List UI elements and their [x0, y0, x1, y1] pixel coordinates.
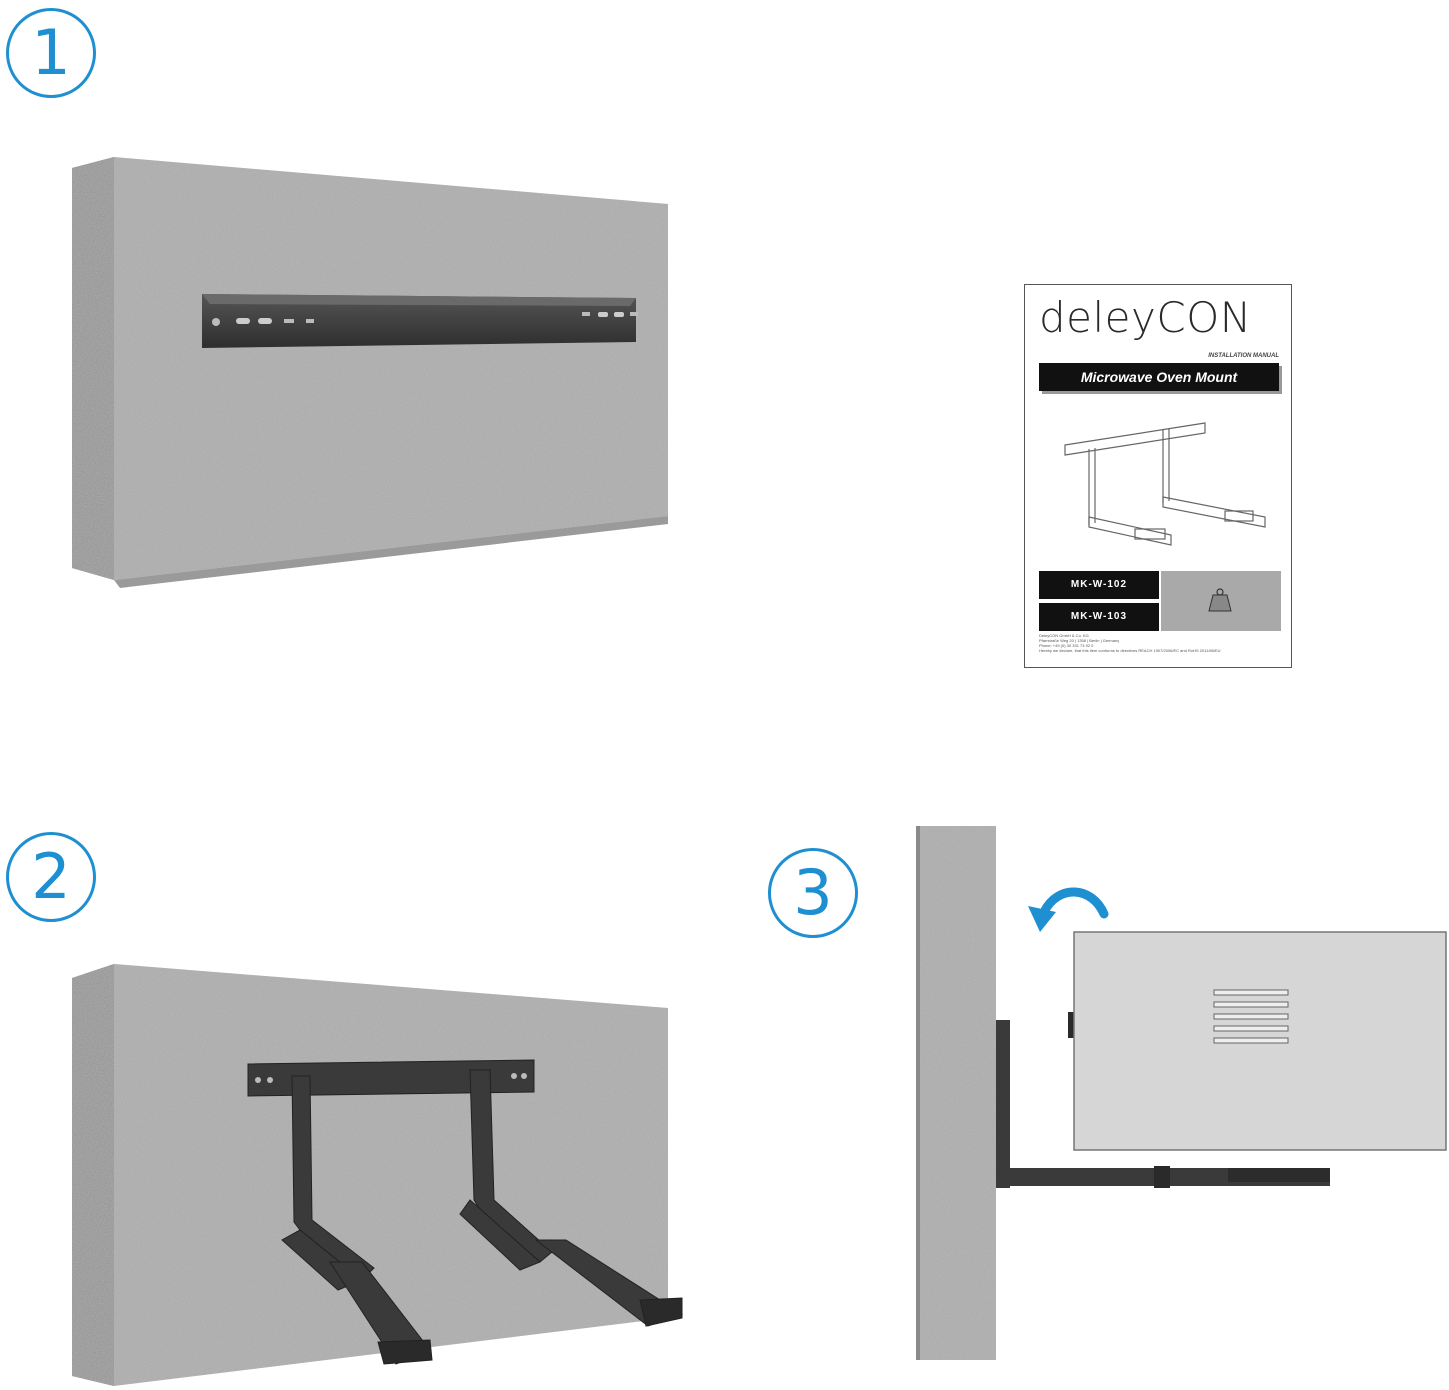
- weight-icon: [1208, 588, 1232, 612]
- step-1-badge: 1: [6, 8, 96, 98]
- manual-title: Microwave Oven Mount: [1039, 363, 1279, 391]
- model-label-2: MK-W-103: [1039, 603, 1159, 631]
- manual-subtitle: INSTALLATION MANUAL: [1208, 353, 1279, 359]
- footer-line-4: Hereby we declare, that this item confor…: [1039, 648, 1221, 653]
- model-label-1: MK-W-102: [1039, 571, 1159, 599]
- manual-bracket-drawing: [1064, 422, 1266, 546]
- step-2-badge: 2: [6, 832, 96, 922]
- footer-line-1: DeleyCON GmbH & Co. KG: [1039, 633, 1089, 638]
- wall-panel-step1: [72, 157, 668, 588]
- microwave-side: [1073, 931, 1447, 1151]
- footer-line-2: Pfarrstraße Weg 20 | 1358 | Berlin | Ger…: [1039, 638, 1120, 643]
- manual-brand: deleyCON: [1039, 293, 1252, 342]
- installation-manual: deleyCON INSTALLATION MANUAL Microwave O…: [1024, 284, 1292, 668]
- side-bracket: [996, 1012, 1330, 1188]
- step-3-badge: 3: [768, 848, 858, 938]
- mounted-bracket: [247, 1059, 684, 1365]
- wall-rail: [202, 294, 638, 348]
- footer-line-3: Phone: +49 (0) 30 331 73 92 0: [1039, 643, 1094, 648]
- manual-footer: DeleyCON GmbH & Co. KG Pfarrstraße Weg 2…: [1039, 633, 1239, 653]
- wall-side-step3: [916, 826, 996, 1360]
- curved-arrow-icon: [1028, 887, 1109, 932]
